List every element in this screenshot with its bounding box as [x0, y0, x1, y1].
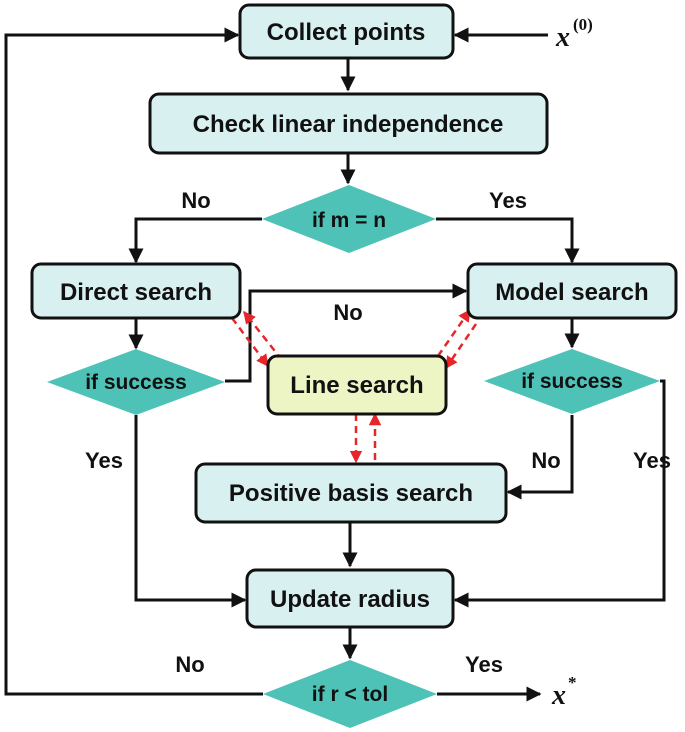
dashed-arrow-line-to-model	[436, 308, 472, 357]
dashed-arrow-line-to-direct	[243, 311, 283, 361]
label-yes-left: Yes	[85, 448, 123, 473]
label-no-right-inner: No	[531, 448, 560, 473]
box-check-linear-independence: Check linear independence	[148, 92, 549, 155]
box-collect-points: Collect points	[238, 3, 455, 60]
box-collect-points-label: Collect points	[267, 19, 426, 46]
decision-success-left: if success	[47, 349, 225, 415]
decision-r-less-than-tol-label: if r < tol	[312, 683, 388, 706]
label-yes-right-outer: Yes	[633, 448, 671, 473]
box-model-search-shape	[466, 262, 678, 320]
arrow-tol-no-loop-back	[4, 27, 263, 696]
branch-labels: No Yes No Yes No Yes No Yes	[85, 188, 671, 677]
box-line-search-shape	[266, 354, 448, 416]
box-positive-basis-search: Positive basis search	[194, 462, 508, 524]
box-collect-points-shape	[238, 3, 455, 60]
decision-r-less-than-tol: if r < tol	[263, 660, 437, 728]
box-check-linear-independence-label: Check linear independence	[193, 111, 504, 138]
label-no-bottom: No	[175, 652, 204, 677]
start-point-symbol: x (0)	[555, 15, 593, 53]
end-symbol: x	[551, 680, 566, 711]
box-update-radius-shape	[245, 568, 455, 629]
line-search-links	[231, 308, 478, 464]
dashed-arrow-direct-to-line	[231, 317, 269, 367]
result-symbol: x *	[551, 673, 577, 711]
label-yes-right: Yes	[489, 188, 527, 213]
arrow-decision-no-to-direct	[128, 217, 262, 264]
start-symbol: x	[555, 22, 570, 53]
label-no-left: No	[181, 188, 210, 213]
connectors	[4, 27, 666, 702]
decision-m-equals-n: if m = n	[262, 185, 436, 253]
box-model-search-label: Model search	[495, 279, 648, 306]
dashed-arrow-model-to-line	[444, 323, 478, 370]
decision-success-left-label: if success	[85, 371, 187, 394]
arrow-success-left-yes-to-update	[134, 415, 247, 608]
label-no-middle: No	[333, 300, 362, 325]
box-model-search: Model search	[466, 262, 678, 320]
decision-success-left-shape	[47, 349, 225, 415]
decision-m-equals-n-shape	[262, 185, 436, 253]
box-direct-search-label: Direct search	[60, 279, 212, 306]
decision-r-less-than-tol-shape	[263, 660, 437, 728]
box-direct-search: Direct search	[30, 262, 242, 320]
start-superscript: (0)	[573, 15, 593, 34]
box-line-search: Line search	[266, 354, 448, 416]
box-line-search-label: Line search	[290, 372, 423, 399]
box-direct-search-shape	[30, 262, 242, 320]
box-positive-basis-search-label: Positive basis search	[229, 480, 473, 507]
box-positive-basis-search-shape	[194, 462, 508, 524]
arrow-success-right-no-to-positive	[506, 415, 574, 500]
box-update-radius: Update radius	[245, 568, 455, 629]
end-superscript: *	[568, 673, 577, 692]
decision-success-right: if success	[484, 349, 660, 414]
decision-success-right-shape	[484, 349, 660, 414]
arrow-decision-yes-to-model	[436, 217, 580, 264]
decision-m-equals-n-label: if m = n	[312, 209, 386, 232]
arrow-success-right-yes-to-update	[453, 379, 666, 608]
arrow-success-left-no-to-model	[225, 283, 468, 383]
decision-success-right-label: if success	[521, 370, 623, 393]
label-yes-bottom: Yes	[465, 652, 503, 677]
box-check-linear-independence-shape	[148, 92, 549, 155]
box-update-radius-label: Update radius	[270, 586, 430, 613]
